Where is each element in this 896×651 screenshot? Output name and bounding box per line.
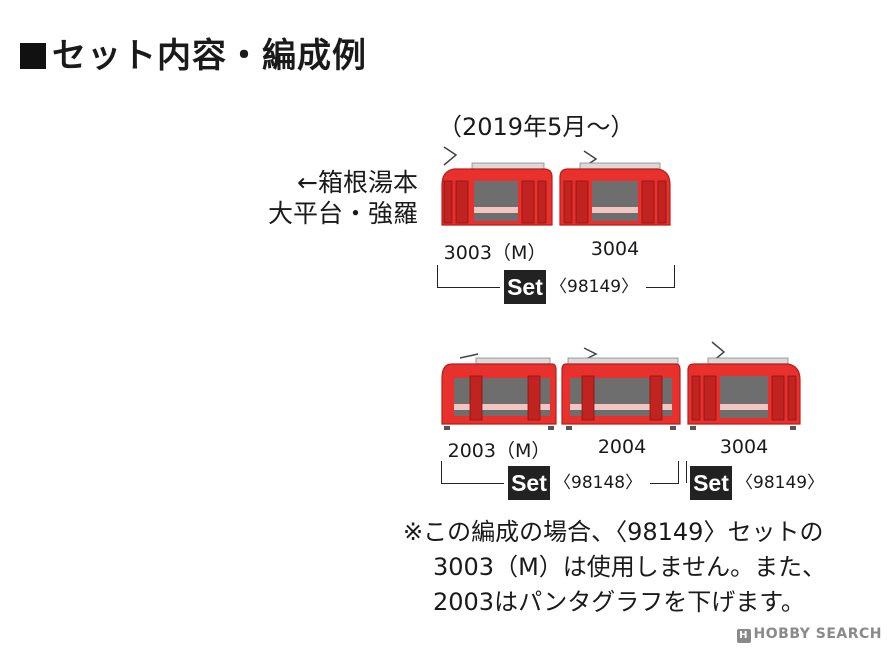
formation2-set-label-1: Set 〈98148〉 (504, 466, 651, 500)
formation2-set-label-2: Set 〈98149〉 (688, 466, 831, 500)
note-line2: 3003（M）は使用しません。また、 (433, 553, 827, 581)
note-line1: ※この編成の場合、〈98149〉セットの (403, 518, 824, 546)
set-code: 〈98149〉 (732, 466, 829, 500)
destination-line1: ←箱根湯本 (297, 168, 418, 197)
hobby-search-logo-icon: H (736, 629, 751, 643)
set-badge: Set (690, 466, 732, 500)
car-number-2003: 2003（M） (447, 440, 551, 462)
set-badge: Set (504, 270, 546, 304)
car-2003-illustration (441, 353, 557, 430)
period-label: （2019年5月～） (438, 113, 635, 141)
car-2004-illustration (561, 347, 681, 430)
formation1-set-label: Set 〈98149〉 (500, 270, 647, 304)
car-3004-illustration (559, 150, 671, 226)
heading-text: セット内容・編成例 (52, 36, 367, 76)
set-code: 〈98148〉 (550, 466, 647, 500)
destination-line2: 大平台・強羅 (268, 199, 419, 228)
set-badge: Set (508, 466, 550, 500)
watermark-text: HOBBY SEARCH (753, 626, 882, 642)
car-number-3004b: 3004 (719, 436, 769, 458)
section-heading: セット内容・編成例 (20, 28, 367, 77)
car-number-3004: 3004 (590, 238, 640, 260)
black-square-icon (20, 43, 46, 69)
note-line3: 2003はパンタグラフを下げます。 (433, 588, 805, 616)
formation1-train-diagram (441, 146, 671, 226)
car-number-3003: 3003（M） (443, 242, 547, 264)
set-code: 〈98149〉 (546, 270, 643, 304)
car-3004b-illustration (687, 341, 801, 430)
formation2-train-diagram (441, 341, 801, 430)
car-3003-illustration (441, 146, 553, 226)
formation2-bracket-98149 (686, 461, 687, 483)
car-number-2004: 2004 (597, 436, 647, 458)
usage-note: ※この編成の場合、〈98149〉セットの 3003（M）は使用しません。また、 … (403, 515, 826, 620)
